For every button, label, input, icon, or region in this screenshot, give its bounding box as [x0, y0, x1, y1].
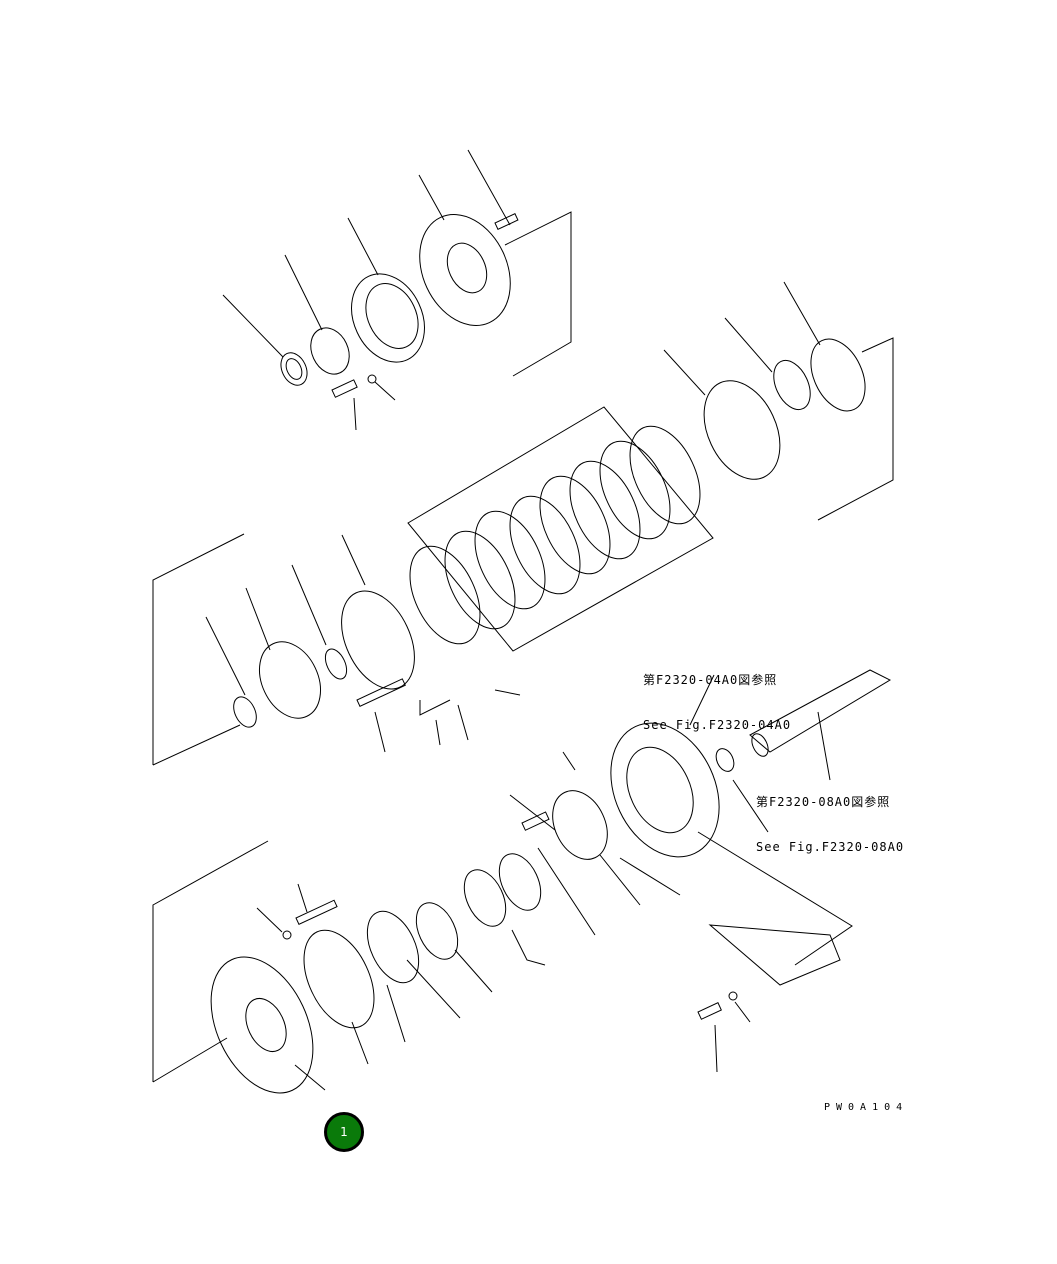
page-number-badge[interactable]: 1 — [324, 1112, 364, 1152]
reference-note-04a0-en: See Fig.F2320-04A0 — [643, 718, 792, 732]
drawing-code: PW0A104 — [824, 1102, 909, 1113]
reference-note-08a0: 第F2320-08A0図参照 See Fig.F2320-08A0 — [756, 765, 904, 870]
housing-and-shaft — [509, 669, 892, 986]
clutch-pack — [407, 281, 894, 652]
left-middle-assembly — [152, 533, 521, 766]
reference-note-08a0-ja: 第F2320-08A0図参照 — [756, 795, 891, 809]
bottom-assembly — [152, 840, 751, 1094]
reference-note-08a0-en: See Fig.F2320-08A0 — [756, 840, 905, 854]
reference-note-04a0: 第F2320-04A0図参照 See Fig.F2320-04A0 — [643, 643, 791, 748]
reference-note-04a0-ja: 第F2320-04A0図参照 — [643, 673, 778, 687]
top-assembly — [222, 149, 572, 431]
